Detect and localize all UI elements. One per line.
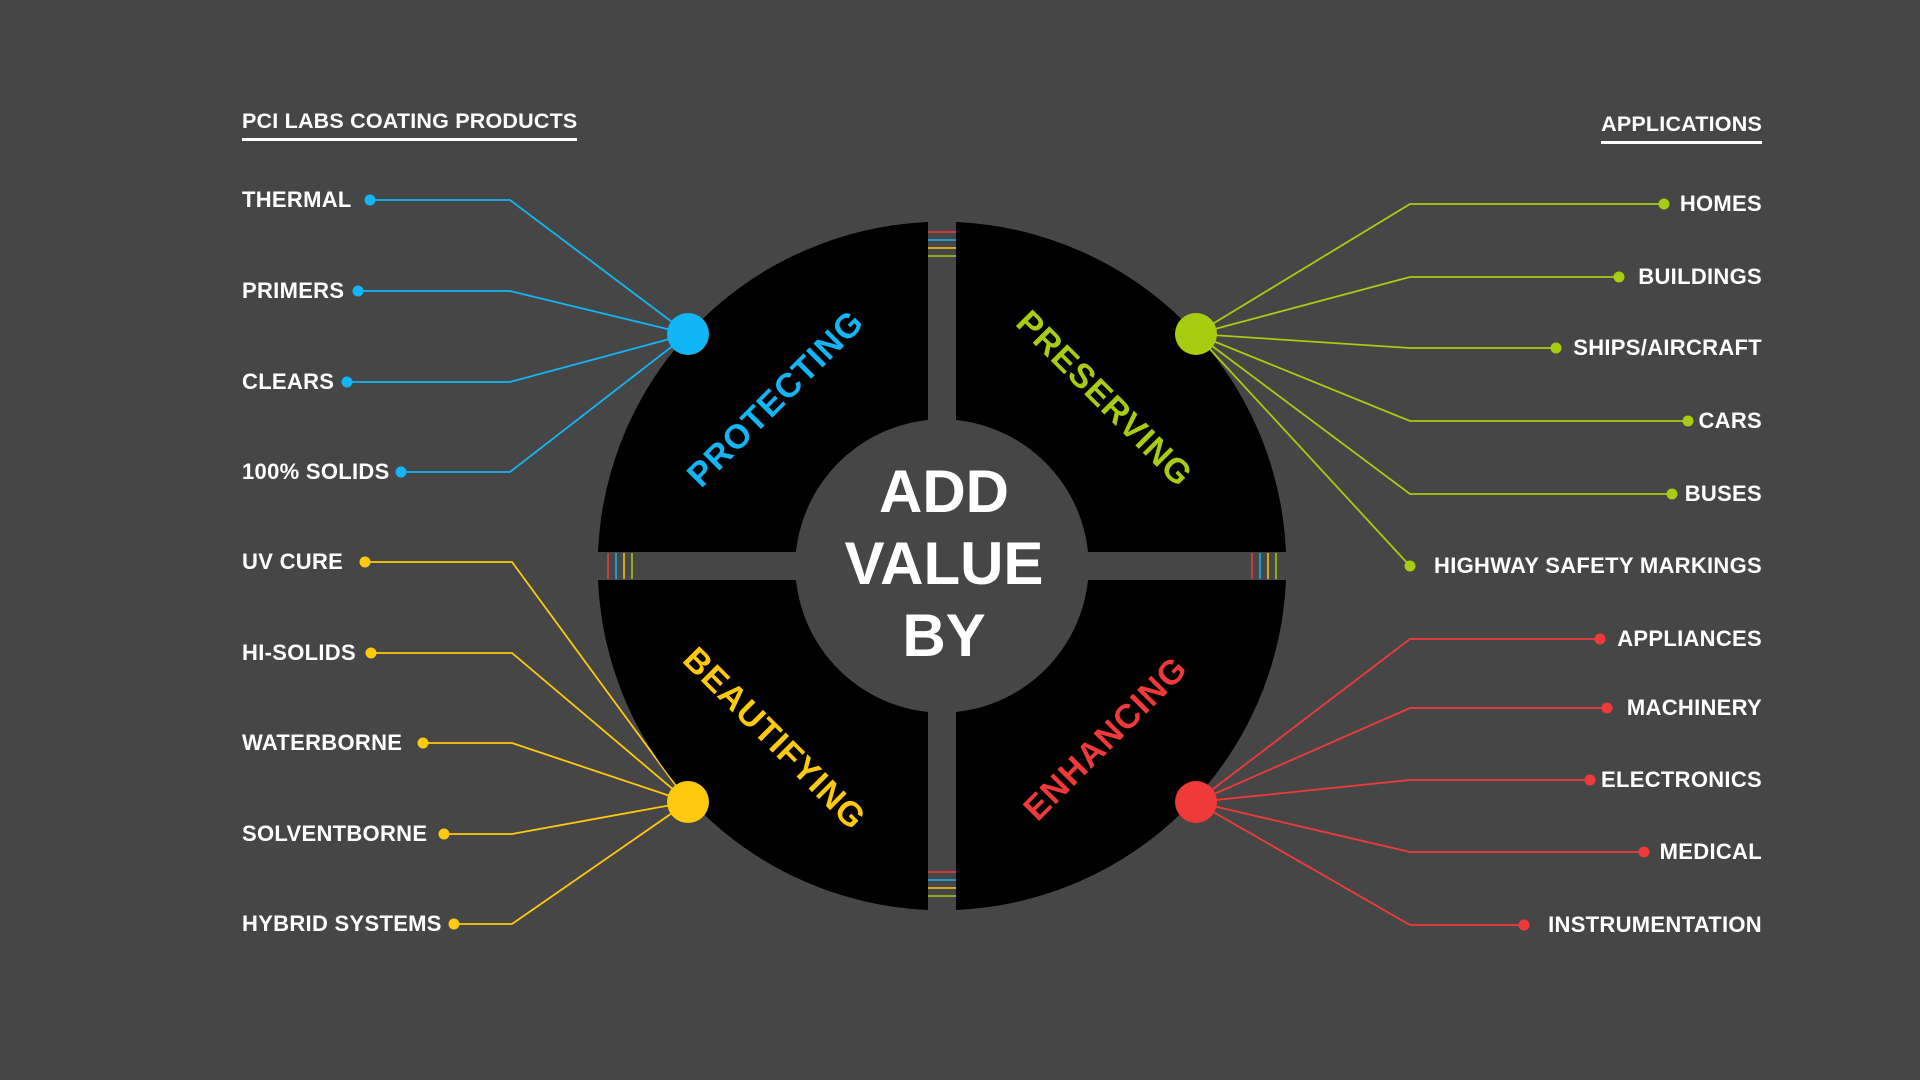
bullet-dot-thermal xyxy=(364,194,376,206)
connector-clears xyxy=(347,333,689,383)
bullet-dot-buses xyxy=(1666,488,1678,500)
bullet-dot-cars xyxy=(1682,415,1694,427)
bullet-dot-highway-safety-markings xyxy=(1404,560,1416,572)
connector-buildings xyxy=(1195,276,1619,335)
connector-homes xyxy=(1195,203,1664,335)
connector-waterborne xyxy=(423,742,689,803)
connector-uv-cure xyxy=(365,561,689,803)
product-clears: CLEARS xyxy=(242,369,335,394)
bullet-dot-medical xyxy=(1638,846,1650,858)
application-electronics: ELECTRONICS xyxy=(1601,767,1762,792)
application-homes: HOMES xyxy=(1679,191,1762,216)
application-appliances: APPLIANCES xyxy=(1617,626,1762,651)
center-line-2: VALUE xyxy=(845,530,1044,597)
connector-primers xyxy=(358,290,689,335)
connector-ships-aircraft xyxy=(1195,333,1556,349)
quadrant-beautifying xyxy=(598,580,928,910)
hub-dot-beautifying xyxy=(667,781,709,823)
connector-buses xyxy=(1195,333,1672,495)
bullet-dot-hi-solids xyxy=(365,647,377,659)
bullet-dot-clears xyxy=(341,376,353,388)
product-primers: PRIMERS xyxy=(242,278,345,303)
product-hi-solids: HI-SOLIDS xyxy=(242,640,356,665)
bullet-dot-buildings xyxy=(1613,271,1625,283)
center-line-1: ADD xyxy=(879,458,1009,525)
bullet-dot-100-solids xyxy=(395,466,407,478)
application-ships-aircraft: SHIPS/AIRCRAFT xyxy=(1573,335,1762,360)
connector-highway-safety-markings xyxy=(1195,333,1411,567)
hub-dots xyxy=(667,313,1217,823)
application-medical: MEDICAL xyxy=(1659,839,1762,864)
connector-appliances xyxy=(1195,638,1600,803)
products-heading: PCI LABS COATING PRODUCTS xyxy=(242,109,578,141)
application-cars: CARS xyxy=(1698,408,1762,433)
product-hybrid-systems: HYBRID SYSTEMS xyxy=(242,911,442,936)
bullet-dot-instrumentation xyxy=(1518,919,1530,931)
product-uv-cure: UV CURE xyxy=(242,549,344,574)
connector-100-solids xyxy=(401,333,689,473)
quadrant-enhancing xyxy=(956,580,1286,910)
quadrant-preserving xyxy=(956,222,1286,552)
connector-cars xyxy=(1195,333,1688,422)
application-instrumentation: INSTRUMENTATION xyxy=(1548,912,1762,937)
applications-heading: APPLICATIONS xyxy=(1601,112,1762,144)
connector-hybrid-systems xyxy=(454,801,689,925)
bullet-dot-primers xyxy=(352,285,364,297)
bullet-dot-electronics xyxy=(1584,774,1596,786)
connector-instrumentation xyxy=(1195,801,1524,926)
connector-lines xyxy=(341,194,1694,931)
hub-dot-preserving xyxy=(1175,313,1217,355)
bullet-dot-uv-cure xyxy=(359,556,371,568)
application-highway-safety-markings: HIGHWAY SAFETY MARKINGS xyxy=(1434,553,1762,578)
hub-dot-protecting xyxy=(667,313,709,355)
application-machinery: MACHINERY xyxy=(1626,695,1762,720)
bullet-dot-ships-aircraft xyxy=(1550,342,1562,354)
product-waterborne: WATERBORNE xyxy=(242,730,403,755)
quadrant-protecting xyxy=(598,222,928,552)
hub-dot-enhancing xyxy=(1175,781,1217,823)
connector-medical xyxy=(1195,801,1644,853)
application-buildings: BUILDINGS xyxy=(1638,264,1762,289)
application-buses: BUSES xyxy=(1684,481,1762,506)
product-thermal: THERMAL xyxy=(242,187,352,212)
connector-electronics xyxy=(1195,779,1590,803)
gap-stripes xyxy=(607,231,1277,897)
bullet-dot-machinery xyxy=(1601,702,1613,714)
connector-machinery xyxy=(1195,707,1607,803)
bullet-dot-appliances xyxy=(1594,633,1606,645)
connector-hi-solids xyxy=(371,652,689,803)
connector-solventborne xyxy=(444,801,689,835)
connector-thermal xyxy=(370,199,689,335)
bullet-dot-homes xyxy=(1658,198,1670,210)
center-line-3: BY xyxy=(902,602,985,669)
product-solventborne: SOLVENTBORNE xyxy=(242,821,428,846)
product-100-solids: 100% SOLIDS xyxy=(242,459,390,484)
bullet-dot-solventborne xyxy=(438,828,450,840)
bullet-dot-hybrid-systems xyxy=(448,918,460,930)
bullet-dot-waterborne xyxy=(417,737,429,749)
